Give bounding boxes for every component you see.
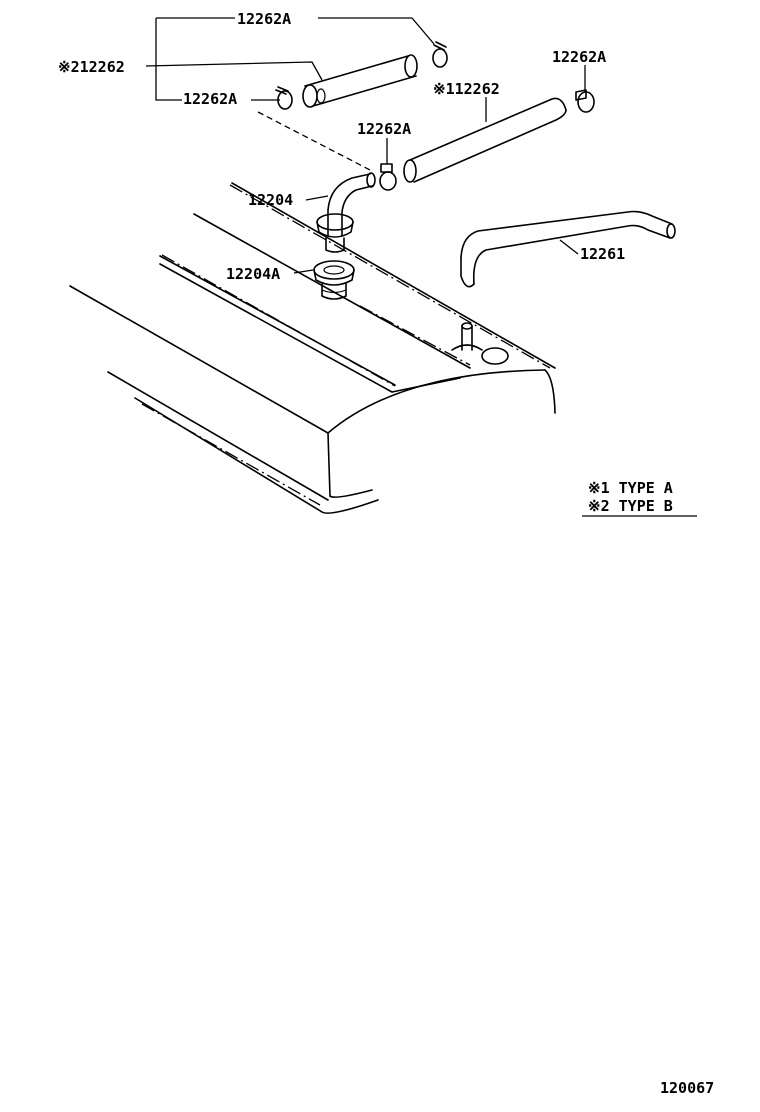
legend-type-b: ※2 TYPE B: [588, 497, 673, 515]
hose-12261: [460, 210, 676, 288]
pcv-valve-12204: [316, 172, 376, 253]
legend-type-a: ※1 TYPE A: [588, 479, 673, 497]
clamp-right: [575, 89, 595, 113]
hose-112262-type-a: [403, 97, 567, 183]
legend: ※1 TYPE A ※2 TYPE B: [582, 479, 697, 517]
clamp-mid: [379, 163, 397, 191]
leader-lines: [145, 17, 586, 274]
label-hose-12261: 12261: [580, 245, 625, 263]
hose-212262-type-b: [302, 54, 418, 108]
oil-filler-boss: [451, 322, 509, 365]
label-hose-type-a: ※112262: [433, 80, 500, 98]
dashed-connection-line: [257, 111, 373, 172]
clamp-top: [432, 41, 448, 68]
label-hose-type-b: ※212262: [58, 58, 125, 76]
label-clamp-left: 12262A: [183, 90, 237, 108]
label-pcv-valve: 12204: [248, 191, 293, 209]
figure-number: 120067: [660, 1079, 714, 1097]
grommet-12204a: [313, 260, 355, 300]
cylinder-head-cover: [69, 182, 556, 514]
label-clamp-top: 12262A: [237, 10, 291, 28]
label-grommet: 12204A: [226, 265, 280, 283]
label-clamp-mid: 12262A: [357, 120, 411, 138]
label-clamp-right: 12262A: [552, 48, 606, 66]
clamp-left: [275, 86, 293, 110]
